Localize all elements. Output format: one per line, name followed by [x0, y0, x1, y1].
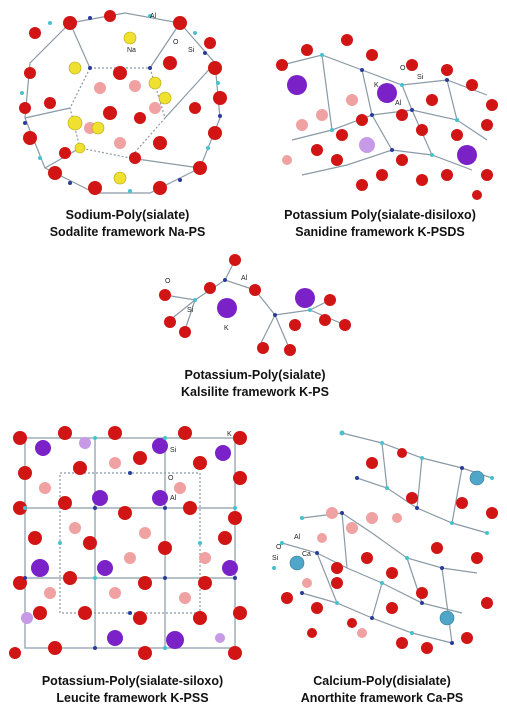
anorthite-caption: Calcium-Poly(disialate) Anorthite framew…	[262, 673, 502, 707]
atom-label-o: O	[400, 65, 406, 72]
atom-label-si: Si	[170, 447, 177, 454]
kalsilite-caption: Potassium-Poly(sialate) Kalsilite framew…	[130, 367, 380, 401]
sanidine-panel: O Si K Al	[262, 25, 502, 200]
atom-label-al: Al	[241, 275, 248, 282]
atom-label-o: O	[168, 475, 174, 482]
kalsilite-structure-diagram: O Al Si K	[159, 254, 351, 356]
anorthite-caption-line2: Anorthite framework Ca-PS	[300, 691, 464, 705]
leucite-caption: Potassium-Poly(sialate-siloxo) Leucite f…	[5, 673, 260, 707]
atom-label-o: O	[165, 278, 171, 285]
sodalite-caption-line1: Sodium-Poly(sialate)	[65, 208, 190, 222]
kalsilite-caption-line2: Kalsilite framework K-PS	[181, 385, 329, 399]
atom-label-o: O	[173, 39, 179, 46]
kalsilite-panel: O Al Si K	[145, 250, 365, 365]
anorthite-structure-diagram: Al O Ca Si	[272, 430, 498, 654]
atom-label-na: Na	[127, 47, 136, 54]
anorthite-caption-line1: Calcium-Poly(disialate)	[313, 674, 451, 688]
leucite-caption-line1: Potassium-Poly(sialate-siloxo)	[41, 674, 224, 688]
atom-label-al: Al	[294, 534, 301, 541]
sodalite-caption-line2: Sodalite framework Na-PS	[49, 225, 206, 239]
atom-label-k: K	[224, 325, 229, 332]
atom-label-si: Si	[188, 47, 195, 54]
atom-label-k: K	[227, 431, 232, 438]
sanidine-structure-diagram: O Si K Al	[276, 34, 498, 200]
sanidine-caption: Potassium Poly(sialate-disiloxo) Sanidin…	[255, 207, 505, 241]
atom-label-k: K	[374, 82, 379, 89]
sanidine-caption-line1: Potassium Poly(sialate-disiloxo)	[284, 208, 476, 222]
atom-label-al: Al	[170, 495, 177, 502]
atom-label-ca: Ca	[302, 551, 311, 558]
atom-label-al: Al	[150, 13, 157, 20]
leucite-panel: K Si O Al	[5, 418, 255, 668]
sodalite-structure-diagram: Na Al O Si	[19, 10, 227, 195]
sodalite-caption: Sodium-Poly(sialate) Sodalite framework …	[10, 207, 245, 241]
atom-label-si: Si	[187, 307, 194, 314]
atom-label-al: Al	[395, 100, 402, 107]
sanidine-caption-line2: Sanidine framework K-PSDS	[295, 225, 465, 239]
kalsilite-caption-line1: Potassium-Poly(sialate)	[184, 368, 326, 382]
sodalite-panel: Na Al O Si	[10, 8, 240, 198]
leucite-structure-diagram: K Si O Al	[9, 426, 247, 660]
atom-label-o: O	[276, 544, 282, 551]
leucite-caption-line2: Leucite framework K-PSS	[56, 691, 209, 705]
atom-label-si: Si	[272, 555, 279, 562]
anorthite-panel: Al O Ca Si	[262, 418, 502, 668]
atom-label-si: Si	[417, 74, 424, 81]
